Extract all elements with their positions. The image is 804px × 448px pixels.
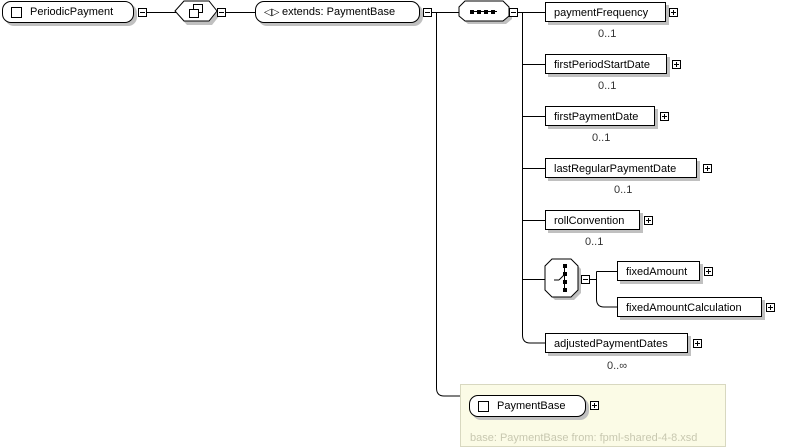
- collapse-sequence-button[interactable]: [509, 8, 518, 17]
- element-label: paymentFrequency: [554, 7, 649, 19]
- root-type-node[interactable]: PeriodicPayment: [2, 1, 134, 23]
- element-first-payment-date[interactable]: firstPaymentDate: [545, 106, 655, 126]
- element-label: fixedAmountCalculation: [626, 302, 742, 314]
- expand-adjusted-payment-dates-button[interactable]: [693, 339, 702, 348]
- collapse-root-button[interactable]: [138, 8, 147, 17]
- element-label: adjustedPaymentDates: [554, 338, 668, 350]
- element-fixed-amount[interactable]: fixedAmount: [617, 261, 700, 281]
- expand-base-type-button[interactable]: [590, 401, 599, 410]
- element-adjusted-payment-dates[interactable]: adjustedPaymentDates: [545, 333, 688, 353]
- collapse-extension-button[interactable]: [423, 8, 432, 17]
- element-payment-frequency[interactable]: paymentFrequency: [545, 2, 666, 22]
- expand-fixed-amount-calculation-button[interactable]: [766, 303, 775, 312]
- expand-first-period-start-date-button[interactable]: [672, 60, 681, 69]
- extension-label: extends: PaymentBase: [282, 6, 396, 18]
- sequence-node[interactable]: [457, 0, 513, 27]
- base-type-node[interactable]: PaymentBase: [469, 395, 586, 417]
- complex-content-node[interactable]: [172, 0, 222, 27]
- expand-payment-frequency-button[interactable]: [669, 8, 678, 17]
- element-label: lastRegularPaymentDate: [554, 163, 677, 175]
- choice-node[interactable]: [544, 258, 584, 304]
- expand-roll-convention-button[interactable]: [644, 216, 653, 225]
- cardinality-label: 0..1: [614, 184, 633, 196]
- element-last-regular-payment-date[interactable]: lastRegularPaymentDate: [545, 158, 697, 178]
- expand-last-regular-payment-date-button[interactable]: [703, 164, 712, 173]
- base-type-label: PaymentBase: [497, 400, 566, 412]
- complex-type-icon: [11, 6, 22, 18]
- element-label: fixedAmount: [626, 266, 688, 278]
- cardinality-label: 0..1: [592, 132, 611, 144]
- element-first-period-start-date[interactable]: firstPeriodStartDate: [545, 54, 667, 74]
- choice-icon: [554, 264, 567, 292]
- element-label: firstPaymentDate: [554, 111, 639, 123]
- element-label: firstPeriodStartDate: [554, 59, 650, 71]
- element-label: rollConvention: [554, 215, 625, 227]
- expand-fixed-amount-button[interactable]: [704, 267, 713, 276]
- cardinality-label: 0..1: [585, 236, 604, 248]
- sequence-icon: [470, 10, 497, 14]
- expand-first-payment-date-button[interactable]: [660, 112, 669, 121]
- complex-type-icon: [478, 400, 489, 412]
- element-fixed-amount-calculation[interactable]: fixedAmountCalculation: [617, 297, 762, 317]
- complex-content-icon: [189, 4, 203, 18]
- root-type-label: PeriodicPayment: [30, 6, 114, 18]
- cardinality-label: 0..∞: [607, 360, 628, 372]
- cardinality-label: 0..1: [598, 80, 617, 92]
- collapse-choice-button[interactable]: [581, 275, 590, 284]
- element-roll-convention[interactable]: rollConvention: [545, 210, 640, 230]
- extension-icon: ◁▷: [264, 7, 280, 18]
- extension-node[interactable]: ◁▷extends: PaymentBase: [255, 1, 420, 23]
- collapse-complex-content-button[interactable]: [217, 8, 226, 17]
- base-type-footer: base: PaymentBase from: fpml-shared-4-8.…: [470, 432, 698, 444]
- cardinality-label: 0..1: [598, 28, 617, 40]
